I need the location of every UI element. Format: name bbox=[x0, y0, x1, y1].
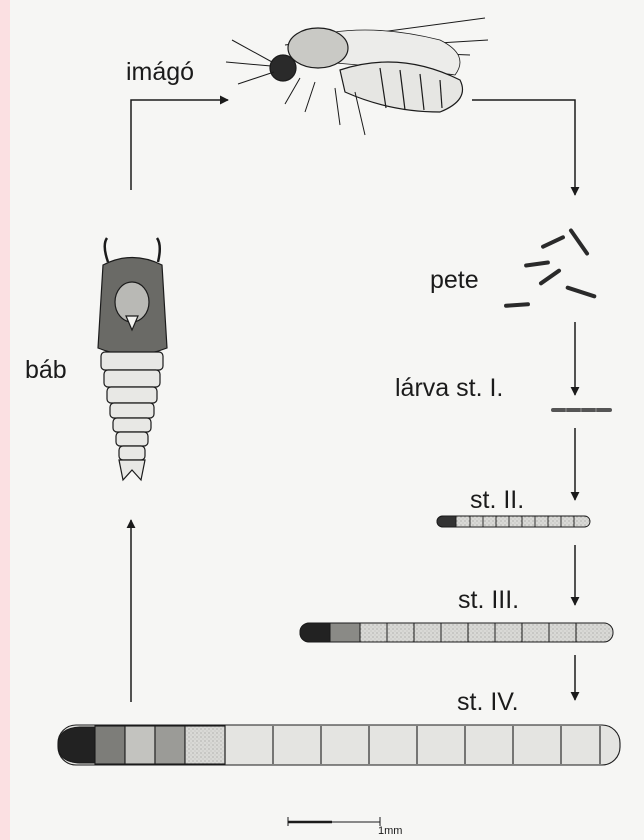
larva-stage-4 bbox=[58, 725, 620, 765]
label-imago: imágó bbox=[126, 60, 194, 85]
arrow-pupa-to-imago bbox=[131, 100, 228, 190]
label-larva-stage-1: lárva st. I. bbox=[395, 376, 503, 401]
label-larva-stage-4: st. IV. bbox=[457, 690, 519, 715]
eggs bbox=[504, 228, 597, 308]
label-egg: pete bbox=[430, 268, 479, 293]
label-larva-stage-2: st. II. bbox=[470, 488, 524, 513]
larva-stage-2 bbox=[437, 516, 590, 527]
larva-stage-1 bbox=[551, 408, 612, 412]
pupa bbox=[98, 238, 167, 480]
label-larva-stage-3: st. III. bbox=[458, 588, 519, 613]
label-pupa: báb bbox=[25, 358, 67, 383]
scale-bar bbox=[288, 817, 380, 826]
scale-bar-label: 1mm bbox=[378, 826, 402, 837]
larva-stage-3 bbox=[300, 623, 613, 642]
imago-insect bbox=[226, 18, 488, 135]
arrow-imago-to-egg bbox=[472, 100, 575, 195]
